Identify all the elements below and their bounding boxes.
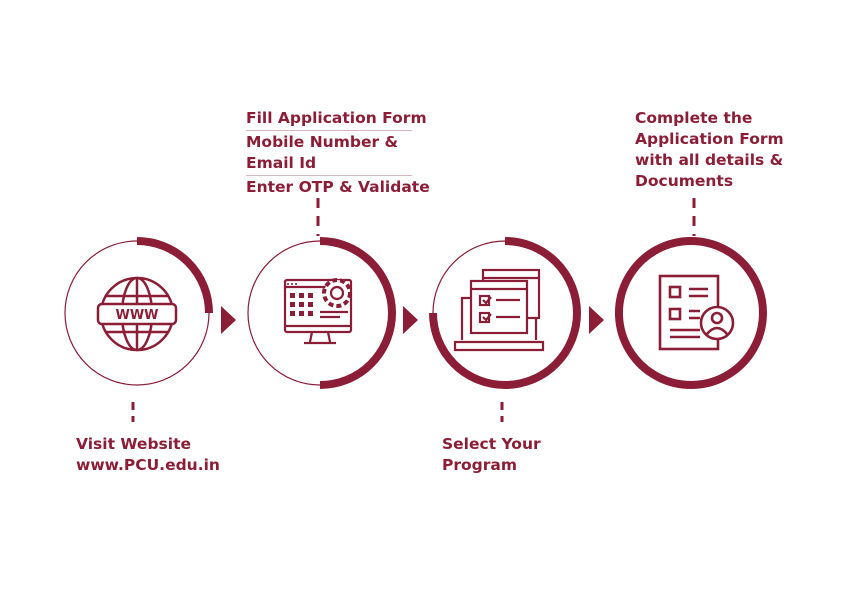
step-1-progress-arc [136, 237, 213, 314]
step-4-line: Documents [635, 172, 734, 190]
step-2-line: Enter OTP & Validate [246, 178, 430, 196]
globe-www-icon: WWW [96, 276, 178, 352]
computer-settings-icon [283, 278, 353, 345]
step-3-line: Select Your [442, 435, 541, 453]
step-2-label: Fill Application Form Mobile Number & Em… [246, 108, 430, 198]
step-4-line: Application Form [635, 130, 784, 148]
separator [246, 130, 412, 131]
step-1-url[interactable]: www.PCU.edu.in [76, 456, 220, 474]
arrow-right-icon [221, 306, 236, 334]
arrow-right-icon [403, 306, 418, 334]
step-2-line: Fill Application Form [246, 109, 427, 127]
step-3-line: Program [442, 456, 518, 474]
step-4-line: Complete the [635, 109, 753, 127]
step-1-line: Visit Website [76, 435, 191, 453]
form-user-icon [658, 274, 735, 351]
step-2-progress-arc [319, 237, 396, 389]
arrow-right-icon [589, 306, 604, 334]
svg-text:WWW: WWW [115, 308, 158, 323]
step-4-progress-arc [614, 237, 767, 389]
step-3-progress-arc [429, 237, 581, 389]
step-1-label: Visit Website www.PCU.edu.in [76, 434, 220, 476]
laptop-checklist-icon [453, 268, 545, 352]
step-4-line: with all details & [635, 151, 784, 169]
step-4-label: Complete the Application Form with all d… [635, 108, 784, 192]
step-2-line: Mobile Number & [246, 133, 399, 151]
step-2-line: Email Id [246, 154, 317, 172]
step-3-label: Select Your Program [442, 434, 541, 476]
separator [246, 175, 412, 176]
